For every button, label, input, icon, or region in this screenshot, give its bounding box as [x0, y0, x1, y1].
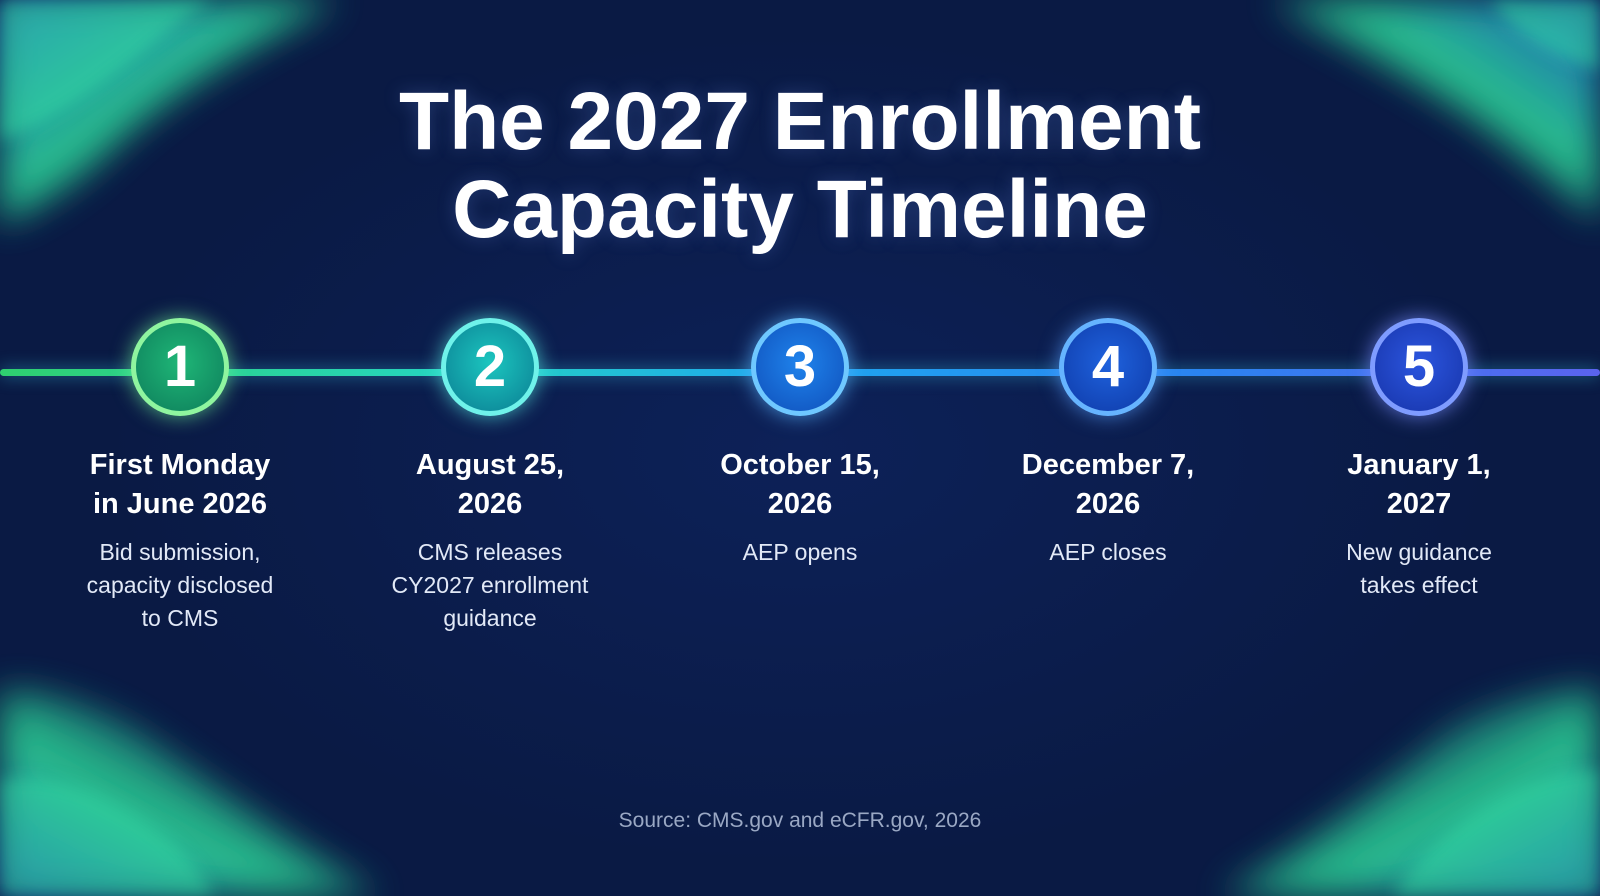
timeline-step-4: 4 December 7, 2026 AEP closes [958, 318, 1258, 569]
step-description: AEP opens [650, 536, 950, 569]
step-description-line: to CMS [141, 605, 219, 631]
title-line-2: Capacity Timeline [452, 164, 1148, 255]
timeline-step-2: 2 August 25, 2026 CMS releases CY2027 en… [340, 318, 640, 635]
step-description-line: New guidance [1346, 539, 1492, 565]
step-date-line: 2027 [1386, 488, 1452, 520]
step-date: First Monday in June 2026 [30, 446, 330, 524]
step-date-line: August 25, [415, 449, 565, 481]
step-number-badge: 3 [751, 318, 849, 416]
step-date-line: First Monday [89, 449, 271, 481]
page-title: The 2027 Enrollment Capacity Timeline [0, 78, 1600, 254]
step-description-line: AEP closes [1049, 539, 1167, 565]
step-description: AEP closes [958, 536, 1258, 569]
step-date-line: in June 2026 [92, 488, 268, 520]
timeline-step-3: 3 October 15, 2026 AEP opens [650, 318, 950, 569]
step-number-badge: 5 [1370, 318, 1468, 416]
step-number-badge: 4 [1059, 318, 1157, 416]
step-description-line: CY2027 enrollment [391, 572, 589, 598]
step-description: New guidance takes effect [1269, 536, 1569, 602]
step-description-line: takes effect [1360, 572, 1478, 598]
step-date-line: 2026 [767, 488, 833, 520]
step-description-line: AEP opens [742, 539, 858, 565]
step-number-badge: 2 [441, 318, 539, 416]
step-number-badge: 1 [131, 318, 229, 416]
timeline-step-1: 1 First Monday in June 2026 Bid submissi… [30, 318, 330, 635]
step-description-line: Bid submission, [99, 539, 261, 565]
wave-top-right [1270, 0, 1600, 220]
step-date-line: 2026 [457, 488, 523, 520]
step-description-line: capacity disclosed [86, 572, 274, 598]
step-date: January 1, 2027 [1269, 446, 1569, 524]
step-description-line: CMS releases [417, 539, 563, 565]
step-date-line: October 15, [720, 449, 880, 481]
step-date: October 15, 2026 [650, 446, 950, 524]
source-citation: Source: CMS.gov and eCFR.gov, 2026 [618, 809, 982, 832]
step-date-line: January 1, [1347, 449, 1491, 481]
step-description: Bid submission, capacity disclosed to CM… [30, 536, 330, 635]
timeline-step-5: 5 January 1, 2027 New guidance takes eff… [1269, 318, 1569, 602]
step-description-line: guidance [443, 605, 537, 631]
step-date: August 25, 2026 [340, 446, 640, 524]
step-date-line: 2026 [1075, 488, 1141, 520]
step-date-line: December 7, [1021, 449, 1195, 481]
title-line-1: The 2027 Enrollment [398, 76, 1202, 167]
step-date: December 7, 2026 [958, 446, 1258, 524]
step-description: CMS releases CY2027 enrollment guidance [340, 536, 640, 635]
